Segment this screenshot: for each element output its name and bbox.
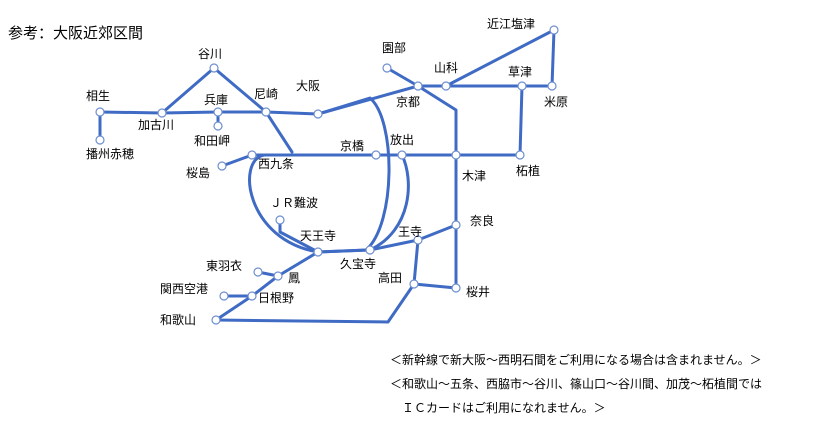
station-kusatsu — [517, 81, 527, 91]
label-sakurajima: 桜島 — [186, 165, 210, 180]
label-wakayama: 和歌山 — [160, 312, 196, 327]
station-sakurai — [451, 283, 461, 293]
station-omi-shiotsu — [549, 25, 559, 35]
stations — [95, 25, 559, 325]
label-yamashina: 山科 — [434, 61, 458, 75]
label-nara: 奈良 — [470, 213, 494, 228]
station-kakogawa — [157, 108, 167, 118]
note-ic-card-line2: ＩＣカードはご利用になれません。＞ — [390, 401, 606, 415]
station-tsuge — [515, 150, 525, 160]
station-oji — [413, 235, 423, 245]
station-kyobashi — [371, 150, 381, 160]
station-kyoto — [413, 81, 423, 91]
label-sakurai: 桜井 — [466, 285, 490, 299]
label-takada: 高田 — [378, 270, 402, 285]
station-nara — [451, 220, 461, 230]
label-higashi-hagoromo: 東羽衣 — [206, 258, 242, 273]
label-kusatsu: 草津 — [508, 65, 532, 79]
label-kyoto: 京都 — [396, 95, 420, 109]
station-otori — [273, 271, 283, 281]
station-tanigawa — [209, 63, 219, 73]
station-maibara — [547, 81, 557, 91]
label-aioi: 相生 — [86, 89, 110, 103]
station-kansai-airport — [219, 291, 229, 301]
label-amagasaki: 尼崎 — [254, 87, 278, 101]
station-takada — [409, 279, 419, 289]
label-hanaten: 放出 — [390, 132, 414, 147]
station-wadamisaki — [213, 121, 223, 131]
label-oji: 王寺 — [398, 225, 422, 239]
label-hyogo: 兵庫 — [204, 93, 228, 107]
station-amagasaki — [261, 107, 271, 117]
station-jr-namba — [275, 215, 285, 225]
label-kyobashi: 京橋 — [340, 139, 364, 153]
station-osaka — [313, 109, 323, 119]
label-kansai-airport: 関西空港 — [160, 282, 208, 296]
station-hanaten — [397, 150, 407, 160]
label-kizu: 木津 — [462, 169, 486, 183]
label-tsuge: 柘植 — [516, 163, 540, 178]
station-kizu — [451, 150, 461, 160]
label-hineno: 日根野 — [258, 291, 294, 305]
station-sakurajima — [217, 161, 227, 171]
station-sonobe — [382, 63, 392, 73]
label-sonobe: 園部 — [382, 40, 406, 55]
label-nishikujo: 西九条 — [258, 157, 294, 171]
station-tennoji — [313, 247, 323, 257]
label-omi-shiotsu: 近江塩津 — [487, 16, 535, 31]
station-yamashina — [441, 81, 451, 91]
station-banshu-ako — [95, 135, 105, 145]
label-tennoji: 天王寺 — [300, 229, 336, 243]
label-kakogawa: 加古川 — [138, 117, 174, 132]
label-jr-namba: ＪＲ難波 — [270, 195, 318, 210]
station-hineno — [247, 291, 257, 301]
station-hyogo — [213, 107, 223, 117]
label-banshu-ako: 播州赤穂 — [86, 147, 134, 161]
label-kyuhoji: 久宝寺 — [340, 257, 376, 271]
station-wakayama — [211, 315, 221, 325]
station-nishikujo — [247, 150, 257, 160]
station-higashi-hagoromo — [253, 267, 263, 277]
station-kyuhoji — [365, 245, 375, 255]
label-osaka: 大阪 — [296, 79, 320, 93]
label-maibara: 米原 — [544, 95, 568, 109]
label-tanigawa: 谷川 — [198, 47, 222, 61]
page-title: 参考：大阪近郊区間 — [8, 24, 144, 42]
note-ic-card-line1: ＜和歌山～五条、西脇市～谷川、篠山口～谷川間、加茂～柘植間では — [390, 377, 763, 391]
label-otori: 鳳 — [288, 271, 300, 285]
station-aioi — [95, 107, 105, 117]
label-wadamisaki: 和田岬 — [194, 134, 230, 148]
station-labels: 相生 播州赤穂 加古川 谷川 兵庫 和田岬 尼崎 大阪 西九条 桜島 京橋 放出… — [86, 16, 568, 327]
note-shinkansen: ＜新幹線で新大阪～西明石間をご利用になる場合は含まれません。＞ — [390, 353, 762, 367]
